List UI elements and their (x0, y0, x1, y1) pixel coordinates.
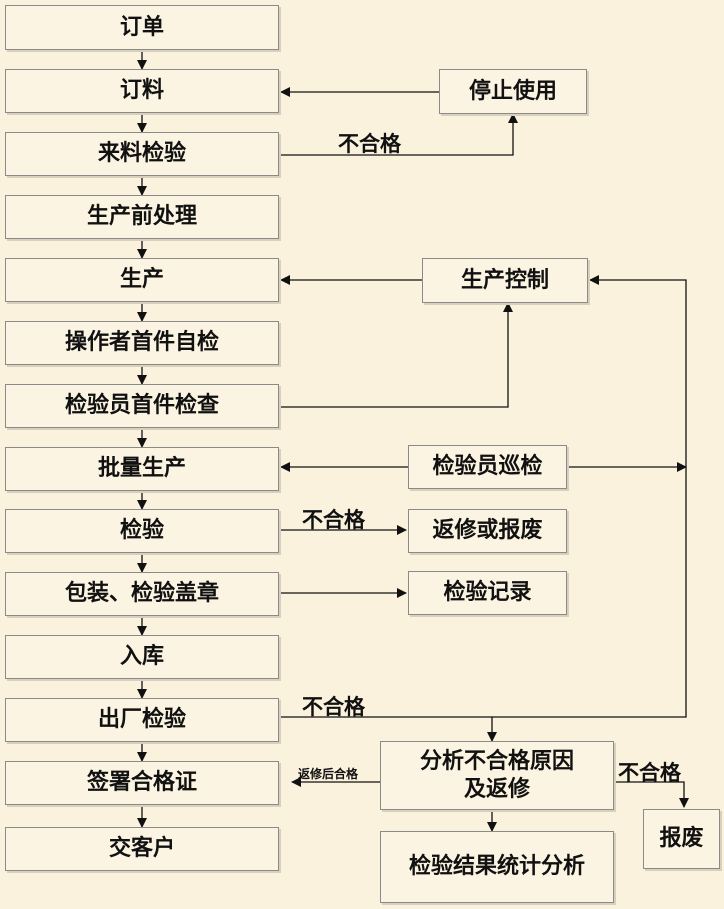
step-packaging-stamp: 包装、检验盖章 (5, 572, 279, 616)
step-production: 生产 (5, 258, 279, 302)
arrow-analysis-to-scrap (614, 781, 689, 808)
box-result-analysis: 检验结果统计分析 (380, 831, 614, 903)
analyze-line-2: 及返修 (463, 776, 530, 802)
step-inspection: 检验 (5, 509, 279, 553)
step-order: 订单 (5, 5, 279, 50)
step-warehousing: 入库 (5, 635, 279, 679)
step-sign-certificate: 签署合格证 (5, 761, 279, 805)
step-inspector-first-check: 检验员首件检查 (5, 384, 279, 428)
box-analyze-rework: 分析不合格原因 及返修 (380, 741, 614, 810)
step-batch-production: 批量生产 (5, 447, 279, 491)
step-factory-inspection: 出厂检验 (5, 698, 279, 742)
box-production-control: 生产控制 (422, 258, 588, 303)
label-reject-incoming: 不合格 (338, 132, 401, 156)
label-reject-analysis: 不合格 (618, 761, 681, 785)
arrow-first-check-to-control (279, 302, 513, 408)
label-reject-factory: 不合格 (302, 695, 365, 719)
step-deliver-customer: 交客户 (5, 827, 279, 871)
arrow-reject-to-stop (279, 113, 518, 156)
box-stop-use: 停止使用 (439, 69, 587, 114)
step-order-material: 订料 (5, 69, 279, 113)
step-pre-processing: 生产前处理 (5, 195, 279, 239)
box-inspector-patrol: 检验员巡检 (408, 445, 567, 489)
box-rework-or-scrap: 返修或报废 (408, 509, 567, 553)
label-reject-inspection: 不合格 (302, 508, 365, 532)
analyze-line-1: 分析不合格原因 (419, 748, 574, 774)
step-incoming-inspection: 来料检验 (5, 132, 279, 176)
label-pass-after-rework: 返修后合格 (298, 767, 359, 781)
box-inspection-record: 检验记录 (408, 571, 567, 615)
arrow-loop-to-control (492, 275, 687, 718)
box-scrap: 报废 (643, 809, 720, 869)
step-operator-first-check: 操作者首件自检 (5, 321, 279, 365)
